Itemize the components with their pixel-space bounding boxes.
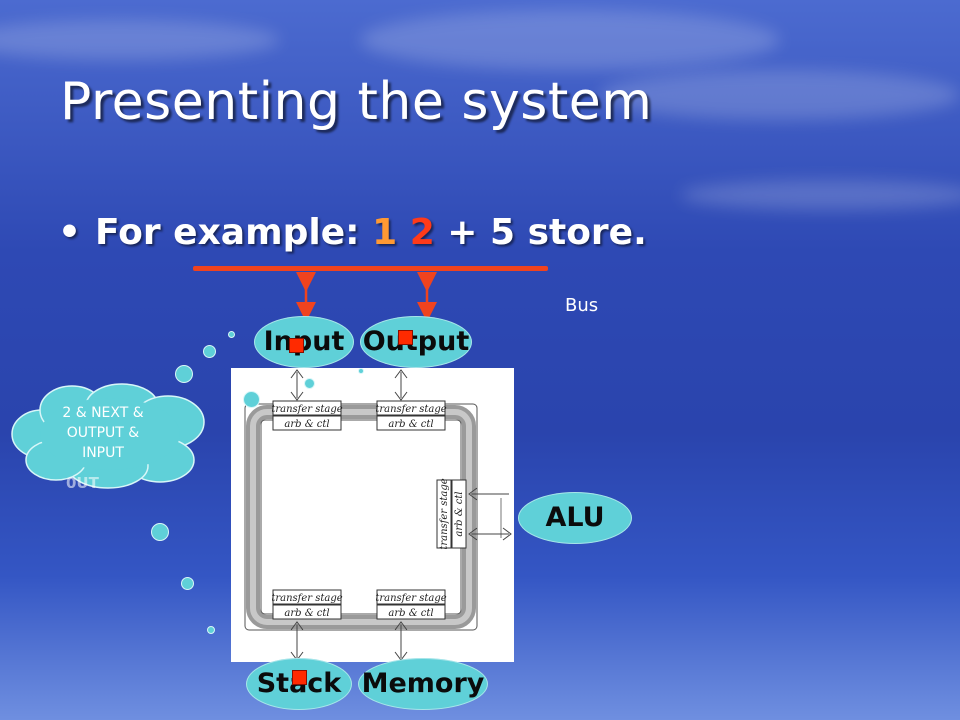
input-unit: Input — [254, 316, 354, 368]
thought-dot — [358, 368, 364, 374]
token-rest: + 5 store. — [434, 212, 647, 253]
token-2: 2 — [409, 212, 435, 253]
pipeline-ring-diagram: transfer stage arb & ctl transfer stage … — [231, 368, 514, 662]
label-arb-ctl: arb & ctl — [284, 608, 329, 619]
thought-line-1: 2 & NEXT & — [62, 405, 144, 421]
thought-line-2: OUTPUT & — [66, 425, 140, 441]
token-1: 1 — [372, 212, 398, 253]
input-marker — [289, 338, 304, 353]
bus-line — [193, 266, 548, 271]
thought-ghost-text: 0UT — [66, 474, 99, 492]
slide-title: Presenting the system — [60, 72, 653, 132]
thought-line-3: INPUT — [82, 445, 124, 461]
thought-cloud-text: 2 & NEXT & OUTPUT & INPUT — [46, 403, 160, 463]
thought-dot — [207, 626, 215, 634]
alu-unit: ALU — [518, 492, 632, 544]
label-transfer-stage: transfer stage — [439, 478, 450, 549]
stage-bottom-right: transfer stage arb & ctl — [375, 589, 447, 661]
stage-top-right: transfer stage arb & ctl — [375, 369, 447, 431]
label-transfer-stage: transfer stage — [271, 593, 342, 604]
stage-right: transfer stage arb & ctl — [436, 478, 512, 550]
label-arb-ctl: arb & ctl — [388, 608, 433, 619]
output-marker — [398, 330, 413, 345]
stack-marker — [292, 670, 307, 685]
label-transfer-stage: transfer stage — [271, 404, 342, 415]
output-unit: Output — [360, 316, 472, 368]
example-bullet: • For example: 1 2 + 5 store. — [58, 212, 647, 253]
token-space — [397, 212, 410, 253]
stage-top-left: transfer stage arb & ctl — [271, 369, 343, 431]
bullet-prefix: For example: — [95, 212, 373, 253]
bus-label: Bus — [565, 295, 599, 316]
label-transfer-stage: transfer stage — [375, 593, 446, 604]
memory-unit: Memory — [358, 658, 488, 710]
label-arb-ctl: arb & ctl — [284, 419, 329, 430]
thought-dot — [181, 577, 194, 590]
bullet-dot-icon: • — [58, 212, 82, 253]
label-transfer-stage: transfer stage — [375, 404, 446, 415]
label-arb-ctl: arb & ctl — [454, 491, 465, 536]
thought-dot — [175, 365, 193, 383]
label-arb-ctl: arb & ctl — [388, 419, 433, 430]
thought-dot — [304, 378, 315, 389]
thought-dot — [228, 331, 235, 338]
thought-dot — [203, 345, 216, 358]
thought-dot — [151, 523, 169, 541]
thought-cloud — [11, 383, 205, 489]
thought-dot — [243, 391, 260, 408]
stage-bottom-left: transfer stage arb & ctl — [271, 589, 343, 661]
